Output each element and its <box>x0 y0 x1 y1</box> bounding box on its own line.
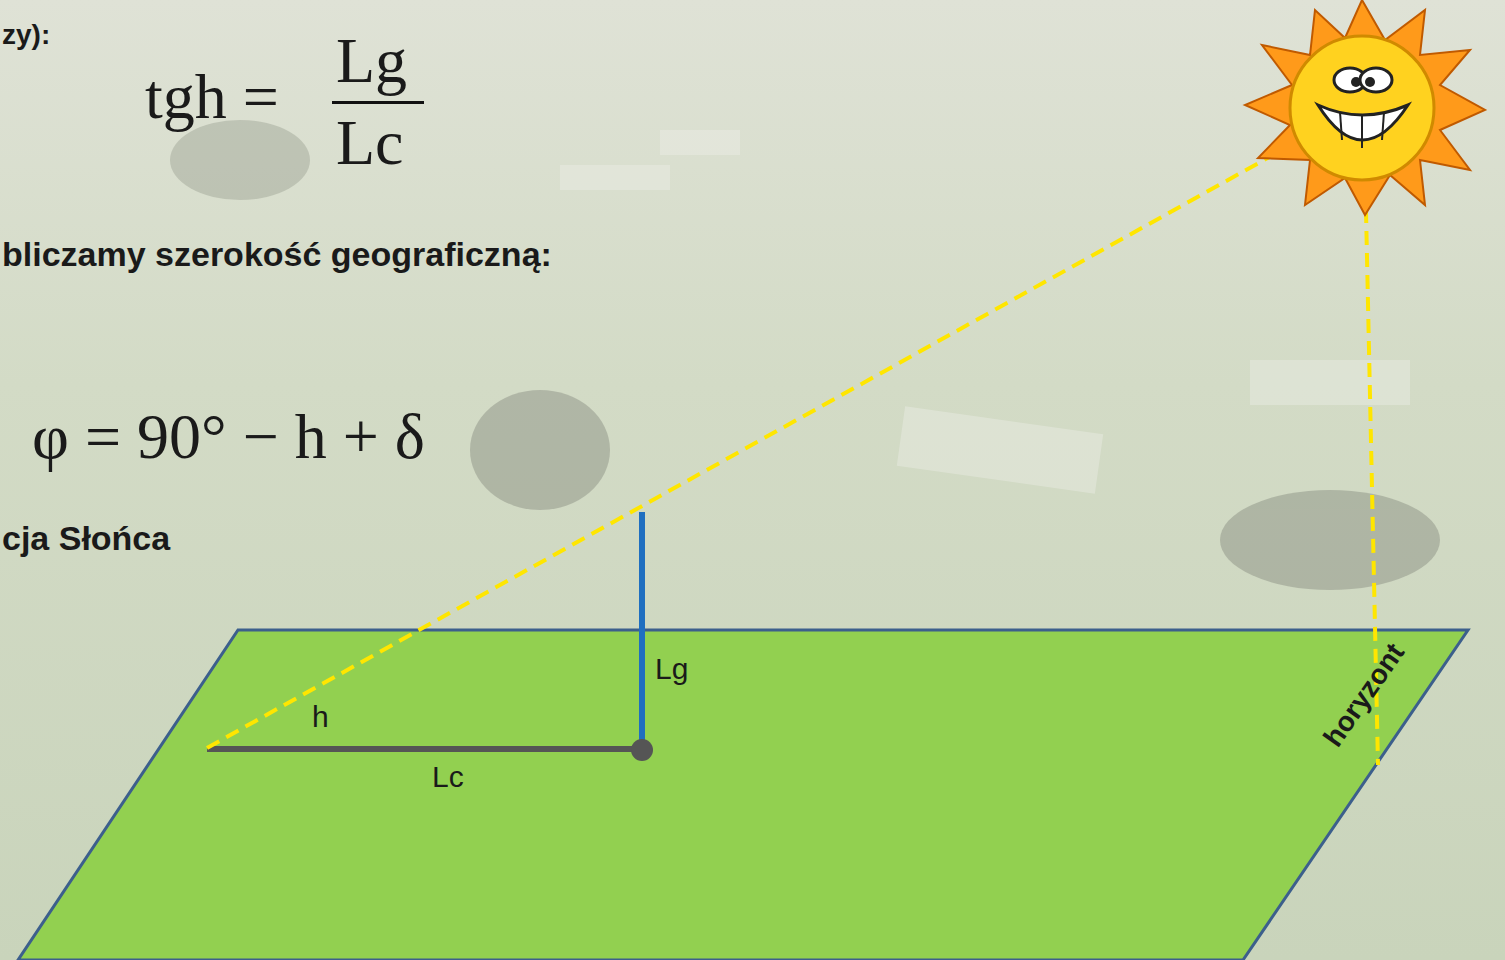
background-photo <box>170 120 1440 590</box>
angle-label: h <box>312 700 329 733</box>
shadow-line <box>207 746 642 752</box>
formula-left: tgh = <box>145 62 279 132</box>
heading-fragment: bliczamy szerokość geograficzną: <box>2 236 552 273</box>
ground-plane <box>18 630 1468 960</box>
heading-fragment: zy): <box>2 20 50 51</box>
latitude-formula: φ = 90° − h + δ <box>32 402 425 472</box>
gnomon <box>639 512 645 749</box>
sun-icon <box>1245 0 1485 215</box>
heading-fragment: cja Słońca <box>2 520 170 557</box>
fraction-numerator: Lg <box>336 26 407 96</box>
gnomon-base <box>631 739 653 761</box>
fraction-bar <box>332 101 424 104</box>
fraction-denominator: Lc <box>336 108 404 178</box>
gnomon-label: Lg <box>655 652 688 685</box>
shadow-label: Lc <box>432 760 464 793</box>
